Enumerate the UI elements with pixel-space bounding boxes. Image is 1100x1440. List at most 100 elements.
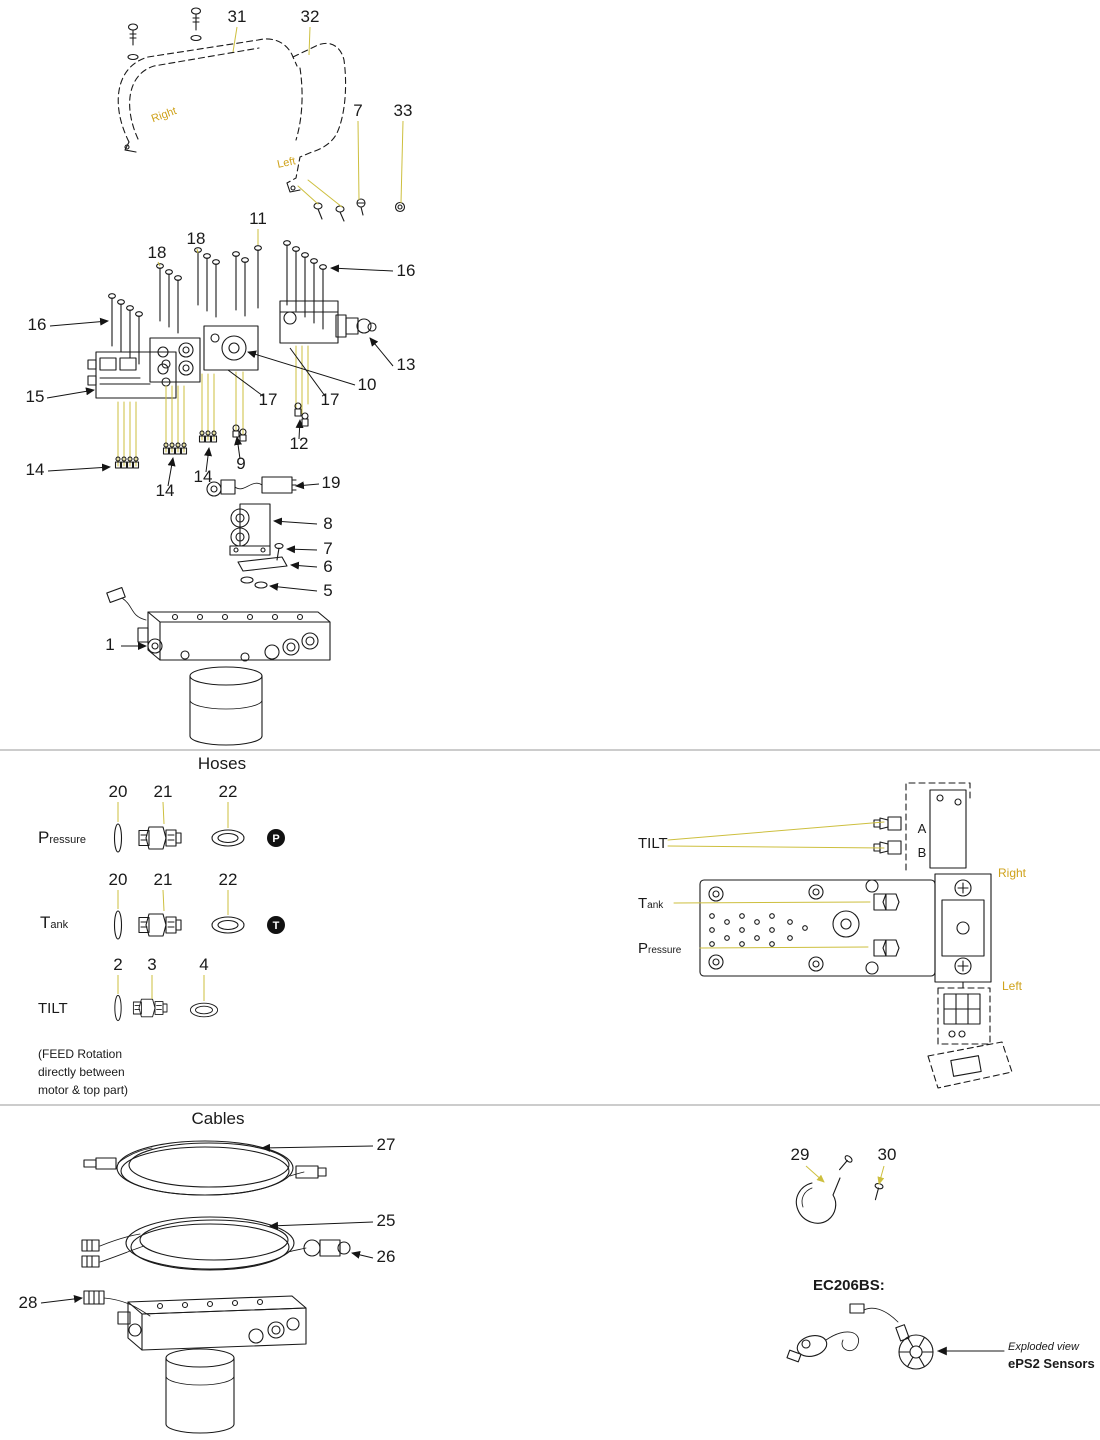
part-number-label: 17 [259,390,278,409]
diagram-pressure-label: Pressure [638,940,682,957]
leader-line [49,317,109,327]
leader-line [357,120,360,201]
part-number-label: 17 [321,390,340,409]
leader-line [46,387,95,399]
part-number-label: 16 [28,315,47,334]
leader-line [308,26,311,56]
part-number-label: 16 [397,261,416,280]
part-number-label: 18 [187,229,206,248]
leader-line [196,248,199,254]
part-number-label: 6 [323,557,332,576]
leader-line [269,582,318,592]
port-a-label: A [918,821,927,836]
leader-line [295,419,304,440]
part-number-label: 11 [249,209,267,228]
leader-line [877,1165,885,1185]
part-number-label: 1 [105,635,114,654]
leader-line [47,463,111,472]
part-number-label: 14 [26,460,45,479]
leader-line [261,1143,374,1152]
part-number-label: 9 [236,454,245,473]
leader-line [227,369,264,397]
leader-line [234,436,243,460]
part-number-label: 15 [26,387,45,406]
tilt-row-label: TILT [38,1000,68,1017]
leader-line [247,350,356,386]
part-number-label: 7 [353,101,362,120]
tank-row-label: Tank [40,913,69,932]
port-b-label: B [918,845,927,860]
leader-line [162,889,165,912]
cover-left-label: Left [276,155,296,171]
hoses-section-title: Hoses [198,754,246,773]
part-number-label: 19 [322,473,341,492]
cables-section-title: Cables [192,1109,245,1128]
part-number-label: 28 [19,1293,38,1312]
part-number-label: 4 [199,955,208,974]
leader-line [369,337,394,367]
part-number-label: 2 [113,955,122,974]
exploded-view-caption: Exploded view [1008,1341,1080,1353]
part-number-label: 25 [377,1211,396,1230]
part-number-label: 14 [156,481,175,500]
part-number-label: 21 [154,870,173,889]
feed-note-line-1: (FEED Rotation [38,1047,122,1061]
feed-note-line-2: directly between [38,1065,125,1079]
part-number-label: 18 [148,243,167,262]
hoses-section-art [113,782,1013,1089]
part-number-label: 30 [878,1145,897,1164]
part-number-label: 33 [394,101,413,120]
diagram-left-label: Left [1002,979,1023,993]
pressure-port-badge: P [267,829,285,847]
part-number-label: 22 [219,782,238,801]
exploded-view-art [87,7,406,746]
leader-line [295,481,320,490]
leader-line [400,120,404,204]
part-number-label: 32 [301,7,320,26]
diagram-tank-label: Tank [638,895,664,912]
leader-line [204,447,212,473]
leader-line [805,1165,825,1183]
leader-line [286,545,318,554]
part-number-label: 27 [377,1135,396,1154]
leader-line [269,1221,374,1230]
part-number-label: 3 [147,955,156,974]
leader-line [273,517,318,526]
static-labels: Right Left Hoses Pressure Tank TILT P T … [38,105,1095,1371]
part-number-label: 12 [290,434,309,453]
part-number-label: 5 [323,581,332,600]
part-number-label: 31 [228,7,247,26]
part-number-label: 21 [154,782,173,801]
leader-line [167,457,176,487]
leader-line [330,264,394,273]
diagram-right-label: Right [998,866,1027,880]
leader-line [290,561,318,570]
part-number-label: 22 [219,870,238,889]
part-number-label: 20 [109,870,128,889]
part-number-label: 7 [323,539,332,558]
leader-line [162,801,165,825]
part-number-label: 14 [194,467,213,486]
leader-line [351,1250,374,1259]
tank-badge-letter: T [273,920,280,932]
eps2-sensors-label: ePS2 Sensors [1008,1356,1095,1371]
ec206bs-label: EC206BS: [813,1277,885,1294]
pressure-row-label: Pressure [38,828,86,847]
diagram-tilt-label: TILT [638,835,668,852]
cover-right-label: Right [150,105,178,125]
part-number-label: 10 [358,375,377,394]
part-number-label: 8 [323,514,332,533]
part-number-label: 20 [109,782,128,801]
tank-port-badge: T [267,916,285,934]
leader-line [40,1294,83,1304]
leader-line [157,261,161,267]
leader-line [289,347,326,397]
part-number-label: 13 [397,355,416,374]
part-number-label: 29 [791,1145,810,1164]
pressure-badge-letter: P [272,833,279,845]
leader-line [232,26,238,53]
feed-note-line-3: motor & top part) [38,1083,128,1097]
